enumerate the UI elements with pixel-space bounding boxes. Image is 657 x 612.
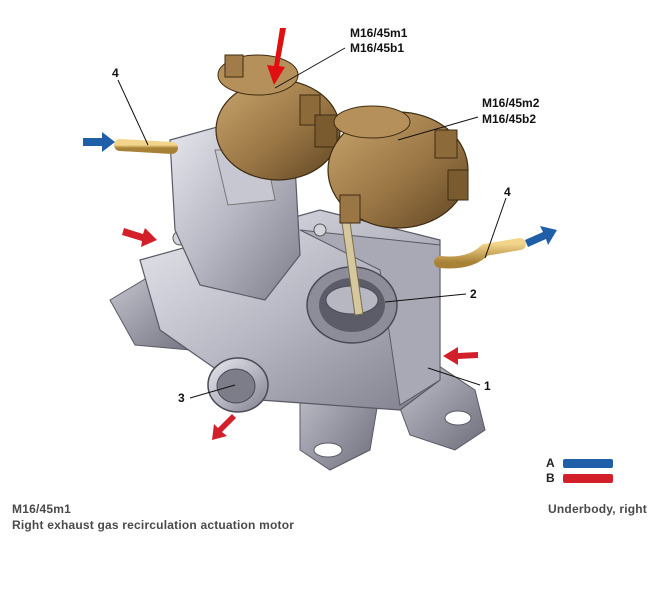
leader-lines [117, 47, 507, 399]
label-m16-45b1: M16/45b1 [350, 41, 405, 55]
red-flow-arrow-outlet [212, 414, 236, 440]
caption-description: Right exhaust gas recirculation actuatio… [12, 518, 295, 532]
label-4-right: 4 [504, 185, 511, 199]
label-m16-45m2: M16/45m2 [482, 96, 540, 110]
blue-flow-arrow-left [83, 132, 115, 152]
blue-flow-arrow-right [525, 226, 557, 247]
legend-a: A [546, 456, 613, 470]
legend-b-swatch [562, 473, 613, 483]
caption-location: Underbody, right [548, 502, 647, 516]
label-4-left: 4 [112, 66, 119, 80]
label-3: 3 [178, 391, 185, 405]
coolant-pipe-left [114, 139, 178, 154]
red-flow-arrow-right [443, 347, 478, 365]
legend-b-label: B [546, 471, 555, 485]
outlet-port-3 [207, 357, 269, 413]
red-flow-arrow-left [122, 228, 157, 247]
caption-code: M16/45m1 [12, 502, 71, 516]
legend-a-label: A [546, 456, 555, 470]
egr-valve-illustration [83, 28, 557, 471]
label-1: 1 [484, 379, 491, 393]
red-indicator-arrow [267, 28, 286, 85]
legend-a-swatch [562, 458, 613, 468]
coolant-pipe-right [434, 238, 526, 269]
legend-b: B [546, 471, 613, 485]
actuator-motor-m2 [327, 105, 469, 229]
label-m16-45b2: M16/45b2 [482, 112, 537, 126]
label-m16-45m1: M16/45m1 [350, 26, 408, 40]
label-2: 2 [470, 287, 477, 301]
